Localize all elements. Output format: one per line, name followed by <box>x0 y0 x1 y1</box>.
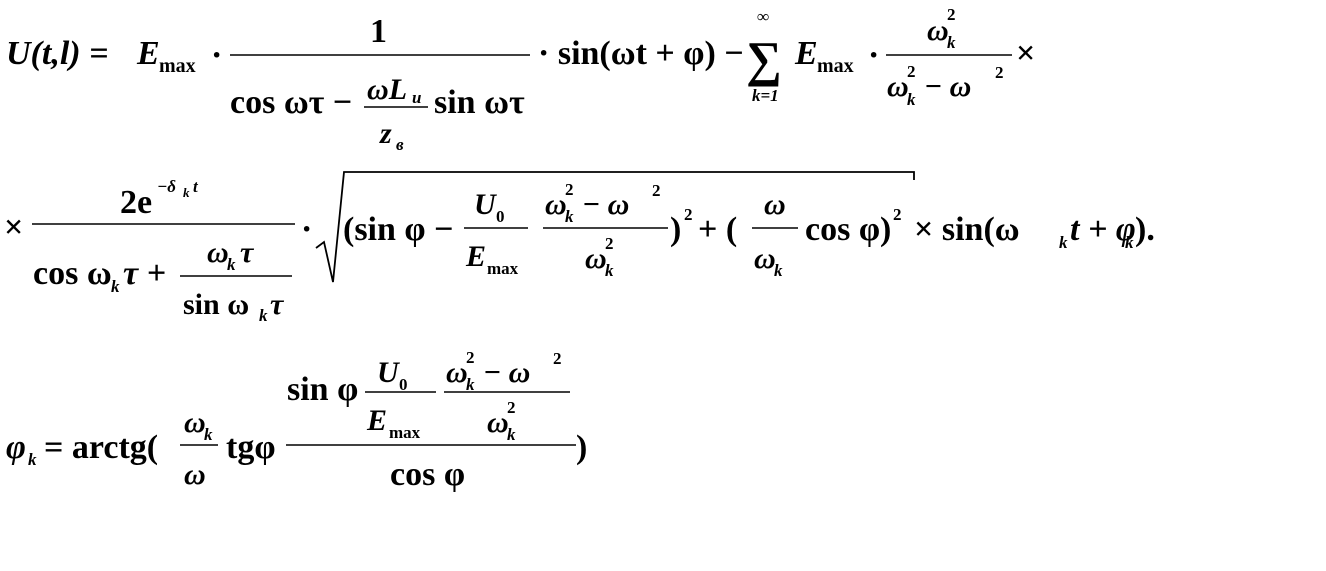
omega-den-3: ω <box>184 458 206 491</box>
omega-k2-exp-3: 2 <box>466 348 475 367</box>
emax-denominator-subscript: max <box>487 259 519 278</box>
emax-symbol-2: E <box>794 35 818 72</box>
summation-sign: ∑ <box>746 31 782 87</box>
omega-k-sq-sub: k <box>565 207 574 226</box>
dot-operator-2: · <box>868 37 879 74</box>
sum-upper-limit: ∞ <box>757 7 769 26</box>
tau-numerator: τ <box>240 236 255 269</box>
phi-k-subscript: k <box>28 450 37 469</box>
numerator-k-subscript: k <box>947 33 956 52</box>
z-denominator: z <box>379 117 392 150</box>
cos-phi-close: cos φ) <box>805 211 891 248</box>
sin-omega-tau: sin ωτ <box>434 84 525 121</box>
cos-k-subscript: k <box>111 277 120 296</box>
tg-phi: tgφ <box>226 429 276 466</box>
omega-k-sq-den-exp: 2 <box>605 234 614 253</box>
minus-omega-sq: − ω <box>582 188 629 221</box>
dot-operator: · <box>211 37 222 74</box>
omega-exp-3: 2 <box>553 349 562 368</box>
lhs-u-tl: U(t,l) = <box>6 35 108 72</box>
square-root-sign <box>315 171 915 283</box>
formula-line-2: × 2e −δ k t cos ω k τ + ω k τ sin ω k τ … <box>4 171 1155 325</box>
omega-square: 2 <box>995 63 1004 82</box>
square-exp-1: 2 <box>684 205 693 224</box>
cos-omega-k: cos ω <box>33 255 112 292</box>
cos-omega-tau: cos ωτ − <box>230 84 352 121</box>
exp-minus-delta: −δ <box>157 177 176 196</box>
omega-k-num-3: ω <box>184 406 206 439</box>
omega-k2-sub-3: k <box>466 375 475 394</box>
u0-subscript-3: 0 <box>399 375 408 394</box>
phi-k: φ <box>6 429 26 466</box>
omega-k-denominator-2: ω <box>754 242 776 275</box>
sin-phi-numerator: sin φ <box>287 371 358 408</box>
formula-line-3: φ k = arctg( ω k ω tgφ sin φ U 0 E max ω… <box>6 348 587 493</box>
exp-k-subscript: k <box>183 185 190 200</box>
omega-k-sq-den-sub: k <box>605 261 614 280</box>
sin-omega-k: sin ω <box>183 288 249 321</box>
v-subscript: в <box>396 135 404 154</box>
omega-k2-num-3: ω <box>446 356 468 389</box>
emax-den-3: E <box>366 404 387 437</box>
u-subscript: u <box>412 88 421 107</box>
tau-plus: τ + <box>123 255 166 292</box>
sin-term: · sin(ωt + φ) − <box>538 35 744 72</box>
numerator-square: 2 <box>947 5 956 24</box>
omega-k-tau-numerator: ω <box>207 236 229 269</box>
omega-k2-den-3: ω <box>487 406 509 439</box>
omega-k-denominator: ω <box>887 70 909 103</box>
emax-subscript-2: max <box>817 55 854 77</box>
u0-numerator: U <box>474 188 497 221</box>
square-exp-2: 2 <box>893 205 902 224</box>
emax-symbol: E <box>136 35 160 72</box>
omega-k-sub-tail: k <box>1059 233 1068 252</box>
omega-k-sub-3: k <box>204 425 213 444</box>
omega-l-numerator: ωL <box>367 73 407 106</box>
formula-line-1: U(t,l) = E max · 1 cos ωτ − ωL u z в sin… <box>6 5 1035 154</box>
equals-arctg: = arctg( <box>44 429 158 466</box>
denominator-square: 2 <box>907 62 916 81</box>
close-paren-1: ) <box>670 211 681 248</box>
fraction-numerator-one: 1 <box>370 13 387 50</box>
emax-denominator: E <box>465 240 486 273</box>
omega-sq-exp: 2 <box>652 181 661 200</box>
omega-k2-den-sub-3: k <box>507 425 516 444</box>
omega-k-sq-numerator: ω <box>545 188 567 221</box>
tau-denominator: τ <box>270 288 285 321</box>
times-sin-omega: × sin(ω <box>914 211 1020 248</box>
dot-operator-3: · <box>301 211 312 248</box>
omega-k2-den-exp-3: 2 <box>507 398 516 417</box>
phi-k-sub-tail: k <box>1125 233 1134 252</box>
close-paren-period: ). <box>1135 211 1155 248</box>
t-plus-phi: t + φ <box>1070 211 1136 248</box>
plus-open-paren: + ( <box>698 211 737 248</box>
omega-k-sq-exp: 2 <box>565 180 574 199</box>
sum-lower-limit: k=1 <box>752 86 779 105</box>
sin-phi-minus: (sin φ − <box>343 211 454 248</box>
cos-phi-denominator: cos φ <box>390 456 465 493</box>
omega-k-subscript-2: k <box>774 261 783 280</box>
times-sign-2: × <box>4 209 23 246</box>
minus-omega-3: − ω <box>483 356 530 389</box>
two-e: 2e <box>120 184 152 221</box>
omega-k-tau-subscript: k <box>227 255 236 274</box>
times-sign: × <box>1016 35 1035 72</box>
minus-omega-squared: − ω <box>924 70 971 103</box>
sin-k-subscript: k <box>259 306 268 325</box>
exp-t: t <box>193 177 199 196</box>
omega-k-numerator: ω <box>927 14 949 47</box>
emax-sub-3: max <box>389 423 421 442</box>
omega-numerator: ω <box>764 188 786 221</box>
close-paren-3: ) <box>576 429 587 466</box>
omega-k-sq-denominator: ω <box>585 242 607 275</box>
u0-numerator-3: U <box>377 356 400 389</box>
u0-subscript: 0 <box>496 207 505 226</box>
emax-subscript: max <box>159 55 196 77</box>
denominator-k-subscript: k <box>907 90 916 109</box>
